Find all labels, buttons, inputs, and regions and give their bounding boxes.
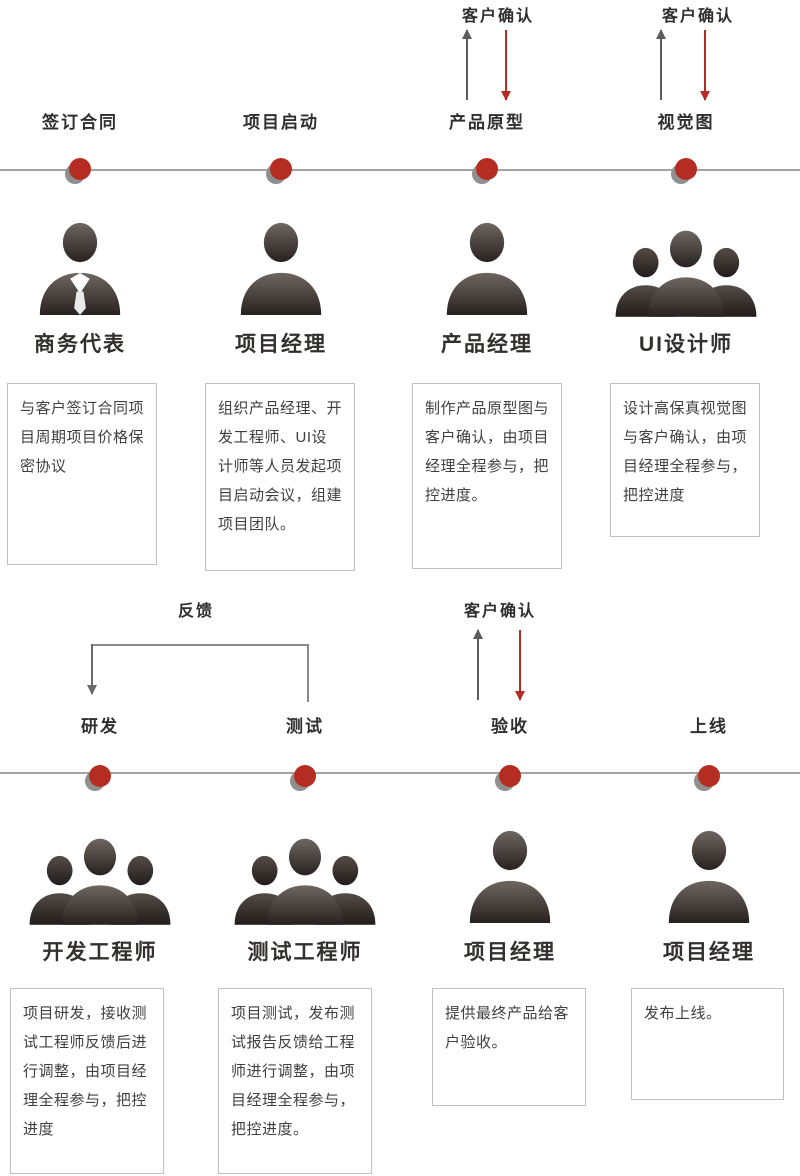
team-icon (20, 812, 180, 926)
description-text: 提供最终产品给客户验收。 (445, 1005, 570, 1051)
description-box: 制作产品原型图与客户确认，由项目经理全程参与，把控进度。 (412, 383, 562, 569)
timeline-top (0, 169, 800, 171)
arrow-down-icon (501, 30, 511, 101)
timeline-node (270, 158, 292, 180)
feedback-line-horizontal (92, 644, 309, 646)
description-text: 发布上线。 (644, 1005, 722, 1022)
person-icon (430, 812, 590, 926)
stage-acceptance: 验收 项目经理 提供最终产品给客户验收。 (430, 708, 590, 1176)
description-box: 项目测试，发布测试报告反馈给工程师进行调整，由项目经理全程参与，把控进度。 (218, 988, 372, 1174)
role-label: UI设计师 (639, 333, 733, 356)
feedback-arrow-down-icon (87, 644, 97, 695)
role-label: 项目经理 (235, 333, 327, 356)
team-icon (225, 812, 385, 926)
description-text: 设计高保真视觉图与客户确认，由项目经理全程参与，把控进度 (623, 400, 748, 504)
feedback-line-right (307, 644, 309, 702)
role-label: 开发工程师 (42, 941, 158, 964)
stage-label: 签订合同 (42, 113, 118, 132)
team-icon (606, 204, 766, 318)
role-label: 项目经理 (464, 941, 556, 964)
timeline-node (89, 765, 111, 787)
timeline-node (698, 765, 720, 787)
stage-development: 研发 开发工程师 项目研发，接收测试工程师反馈后进行调整，由项目经理全程参与，把… (10, 708, 180, 1176)
role-label: 产品经理 (441, 333, 533, 356)
person-tie-icon (0, 204, 160, 318)
description-box: 提供最终产品给客户验收。 (432, 988, 586, 1106)
person-icon (407, 204, 567, 318)
stage-label: 测试 (286, 717, 324, 736)
arrow-down-icon (700, 30, 710, 101)
timeline-node (294, 765, 316, 787)
person-icon (201, 204, 361, 318)
stage-label: 上线 (690, 717, 728, 736)
timeline-node (675, 158, 697, 180)
timeline-bottom (0, 772, 800, 774)
timeline-node (499, 765, 521, 787)
description-box: 设计高保真视觉图与客户确认，由项目经理全程参与，把控进度 (610, 383, 760, 537)
stage-prototype: 产品原型 产品经理 制作产品原型图与客户确认，由项目经理全程参与，把控进度。 (407, 104, 567, 574)
stage-label: 项目启动 (243, 113, 319, 132)
stage-testing: 测试 测试工程师 项目测试，发布测试报告反馈给工程师进行调整，由项目经理全程参与… (218, 708, 385, 1176)
stage-launch: 上线 项目经理 发布上线。 (629, 708, 789, 1176)
stage-label: 研发 (81, 717, 119, 736)
arrow-down-icon (515, 630, 525, 701)
description-text: 组织产品经理、开发工程师、UI设计师等人员发起项目启动会议，组建项目团队。 (218, 400, 343, 533)
customer-confirm-label: 客户确认 (463, 603, 536, 620)
arrow-up-icon (656, 29, 666, 100)
description-text: 项目测试，发布测试报告反馈给工程师进行调整，由项目经理全程参与，把控进度。 (231, 1005, 356, 1138)
description-text: 项目研发，接收测试工程师反馈后进行调整，由项目经理全程参与，把控进度 (23, 1005, 148, 1138)
arrow-up-icon (473, 629, 483, 700)
stage-sign-contract: 签订合同 商务代表 与客户签订合同项目周期项目价格保密协议 (0, 104, 160, 574)
customer-confirm-label: 客户确认 (461, 8, 534, 25)
timeline-node (69, 158, 91, 180)
stage-label: 视觉图 (657, 113, 715, 132)
role-label: 项目经理 (663, 941, 755, 964)
stage-label: 验收 (491, 717, 529, 736)
role-label: 测试工程师 (247, 941, 363, 964)
stage-label: 产品原型 (449, 113, 525, 132)
description-text: 制作产品原型图与客户确认，由项目经理全程参与，把控进度。 (425, 400, 550, 504)
customer-confirm-label: 客户确认 (661, 8, 734, 25)
description-text: 与客户签订合同项目周期项目价格保密协议 (20, 400, 145, 475)
description-box: 发布上线。 (631, 988, 784, 1100)
feedback-label: 反馈 (177, 603, 214, 620)
description-box: 与客户签订合同项目周期项目价格保密协议 (7, 383, 157, 565)
description-box: 项目研发，接收测试工程师反馈后进行调整，由项目经理全程参与，把控进度 (10, 988, 164, 1174)
description-box: 组织产品经理、开发工程师、UI设计师等人员发起项目启动会议，组建项目团队。 (205, 383, 355, 571)
person-icon (629, 812, 789, 926)
role-label: 商务代表 (34, 333, 126, 356)
arrow-up-icon (462, 29, 472, 100)
stage-kickoff: 项目启动 项目经理 组织产品经理、开发工程师、UI设计师等人员发起项目启动会议，… (201, 104, 361, 574)
timeline-node (476, 158, 498, 180)
stage-visual-design: 视觉图 UI设计师 设计高保真视觉图与客户确认，由项目经理全程参与，把控进度 (606, 104, 766, 574)
